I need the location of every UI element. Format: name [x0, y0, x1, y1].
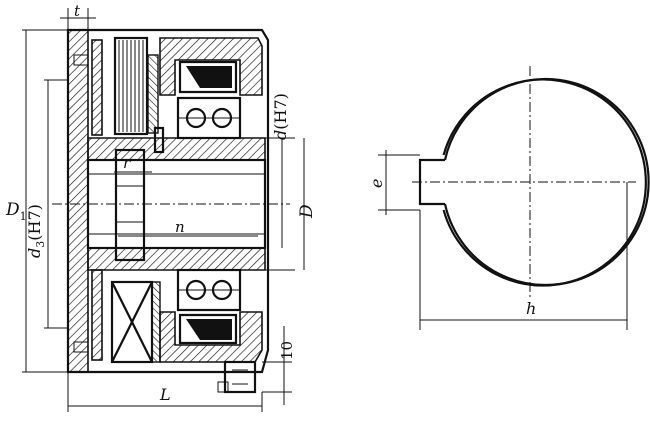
label-L: L [159, 385, 171, 404]
dim-D: D [297, 138, 317, 270]
dim-e: e [367, 150, 420, 215]
label-n: n [175, 218, 185, 236]
friction-disc-stack-top [113, 36, 159, 136]
dim-h: h [419, 182, 628, 330]
keyway-view: e h [367, 66, 650, 330]
bearing-bottom [176, 268, 242, 312]
dim-n: n [118, 218, 258, 237]
label-t: t [74, 2, 81, 20]
label-D: D [297, 204, 317, 219]
label-r: r [123, 154, 131, 172]
dim-10: 10 [262, 326, 296, 405]
label-10: 10 [278, 341, 296, 360]
dim-d: d(H7) [265, 93, 295, 271]
label-d: d(H7) [271, 93, 290, 140]
dim-t: t [60, 2, 96, 30]
label-h: h [526, 299, 536, 318]
dim-d3: d3(H7) [25, 79, 68, 329]
dim-L: L [67, 372, 263, 412]
clutch-section-view: t D1 d3(H7) r n d(H7) [5, 2, 317, 412]
label-D1: D1 [5, 200, 27, 223]
dim-D1: D1 [5, 29, 68, 373]
label-e: e [367, 179, 386, 188]
bearing-top [176, 96, 242, 140]
coil-bottom [110, 280, 161, 364]
label-d3: d3(H7) [25, 204, 47, 258]
